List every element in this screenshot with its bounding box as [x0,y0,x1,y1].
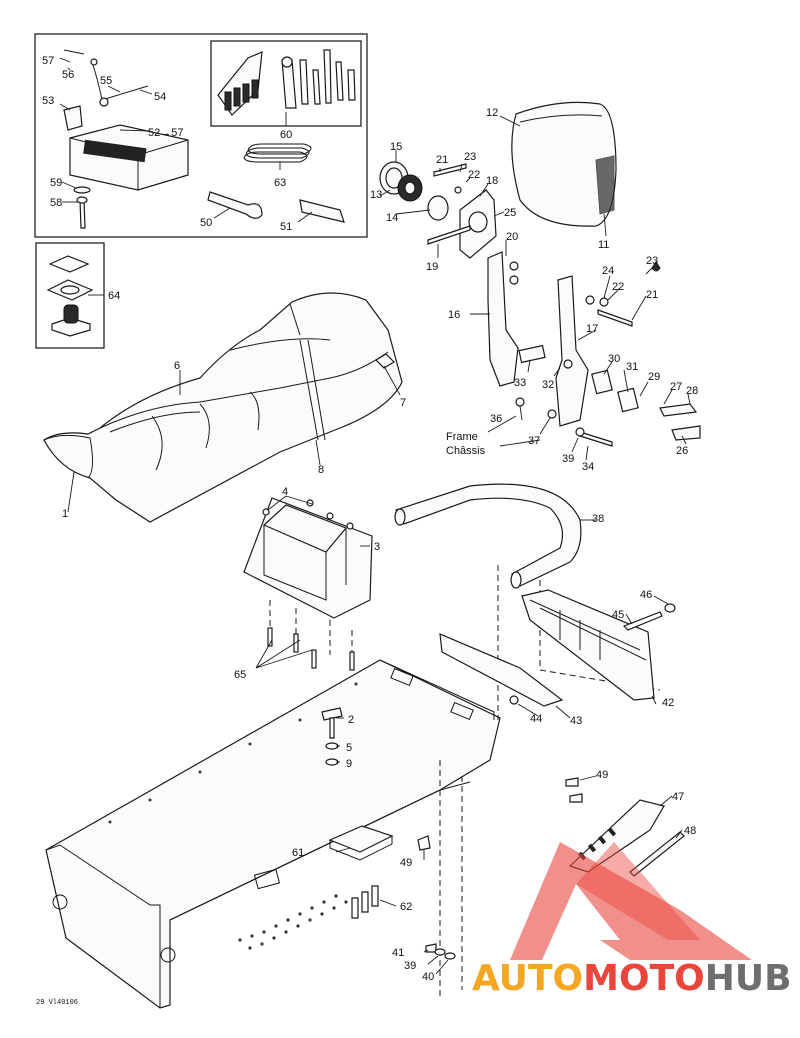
storage-box [243,497,373,671]
callout-21-right: 21 [646,289,658,301]
callout-8: 8 [318,464,324,476]
callout-17: 17 [586,323,598,335]
callout-18: 18 [486,175,498,187]
callout-19: 19 [426,261,438,273]
callout-29: 29 [648,371,660,383]
callout-48: 48 [684,825,696,837]
callout-65: 65 [234,669,246,681]
callout-39-top: 39 [562,453,574,465]
seat-assembly [43,292,403,523]
callout-33: 33 [514,377,526,389]
callout-22-top: 22 [468,169,480,181]
callout-45: 45 [612,609,624,621]
chassis-frame [45,659,501,1009]
watermark-hub: HUB [705,958,792,999]
callout-4: 4 [282,486,288,498]
callout-37: 37 [528,435,540,447]
callout-12: 12 [486,107,498,119]
callout-49-left: 49 [400,857,412,869]
callout-28: 28 [686,385,698,397]
watermark-auto: AUTO [472,958,583,999]
callout-42: 42 [662,697,674,709]
frame-label: Frame [446,431,478,443]
callout-46: 46 [640,589,652,601]
chassis-label: Châssis [446,445,486,457]
callout-62: 62 [400,901,412,913]
callout-9: 9 [346,758,352,770]
callout-20: 20 [506,231,518,243]
callout-43: 43 [570,715,582,727]
callout-7: 7 [400,397,406,409]
callout-27: 27 [670,381,682,393]
callout-36: 36 [490,413,502,425]
rear-rack [439,589,676,707]
callout-1: 1 [62,508,68,520]
watermark-triangle-logo [510,842,752,960]
grab-handle [394,483,582,589]
callout-49-top: 49 [596,769,608,781]
callout-14: 14 [386,212,398,224]
callout-40: 40 [422,971,434,983]
figure-code: 29 Vl40106 [36,999,78,1007]
backrest [511,101,617,227]
callout-34: 34 [582,461,594,473]
tool-kit-inset [34,33,368,238]
callout-32: 32 [542,379,554,391]
callout-63: 63 [274,177,286,189]
callout-59: 59 [50,177,62,189]
callout-2: 2 [348,714,354,726]
rear-reflector [417,777,685,877]
callout-5: 5 [346,742,352,754]
callout-58: 58 [50,197,62,209]
callout-6: 6 [174,360,180,372]
part-64-inset [35,242,105,349]
callout-22-right: 22 [612,281,624,293]
callout-51: 51 [280,221,292,233]
callout-44: 44 [530,713,542,725]
callout-64: 64 [108,290,120,302]
callout-23-right: 23 [646,255,658,267]
callout-26: 26 [676,445,688,457]
automotohub-watermark: AUTOMOTOHUB [472,842,792,999]
callout-11: 11 [598,239,609,251]
watermark-moto: MOTO [583,958,705,999]
callout-50: 50 [200,217,212,229]
callout-labels: 57 56 55 54 53 52→57 59 58 60 63 50 51 6… [36,55,698,1007]
callout-41: 41 [392,947,404,959]
callout-24: 24 [602,265,614,277]
callout-56: 56 [62,69,74,81]
callout-3: 3 [374,541,380,553]
callout-16: 16 [448,309,460,321]
callout-57: 57 [42,55,54,67]
callout-61: 61 [292,847,304,859]
fasteners [321,707,456,960]
callout-60: 60 [280,129,292,141]
callout-55: 55 [100,75,112,87]
callout-25: 25 [504,207,516,219]
callout-47: 47 [672,791,684,803]
callout-15: 15 [390,141,402,153]
callout-23-top: 23 [464,151,476,163]
watermark-text: AUTOMOTOHUB [472,958,792,999]
callout-13: 13 [370,189,382,201]
callout-31: 31 [626,361,638,373]
callout-39-bottom: 39 [404,960,416,972]
callout-38: 38 [592,513,604,525]
callout-30: 30 [608,353,620,365]
callout-53: 53 [42,95,54,107]
leader-lines [59,57,691,975]
callout-21-top: 21 [436,154,448,166]
callout-54: 54 [154,91,166,103]
hinge-assembly [379,161,701,447]
callout-52-57: 52→57 [148,127,183,139]
